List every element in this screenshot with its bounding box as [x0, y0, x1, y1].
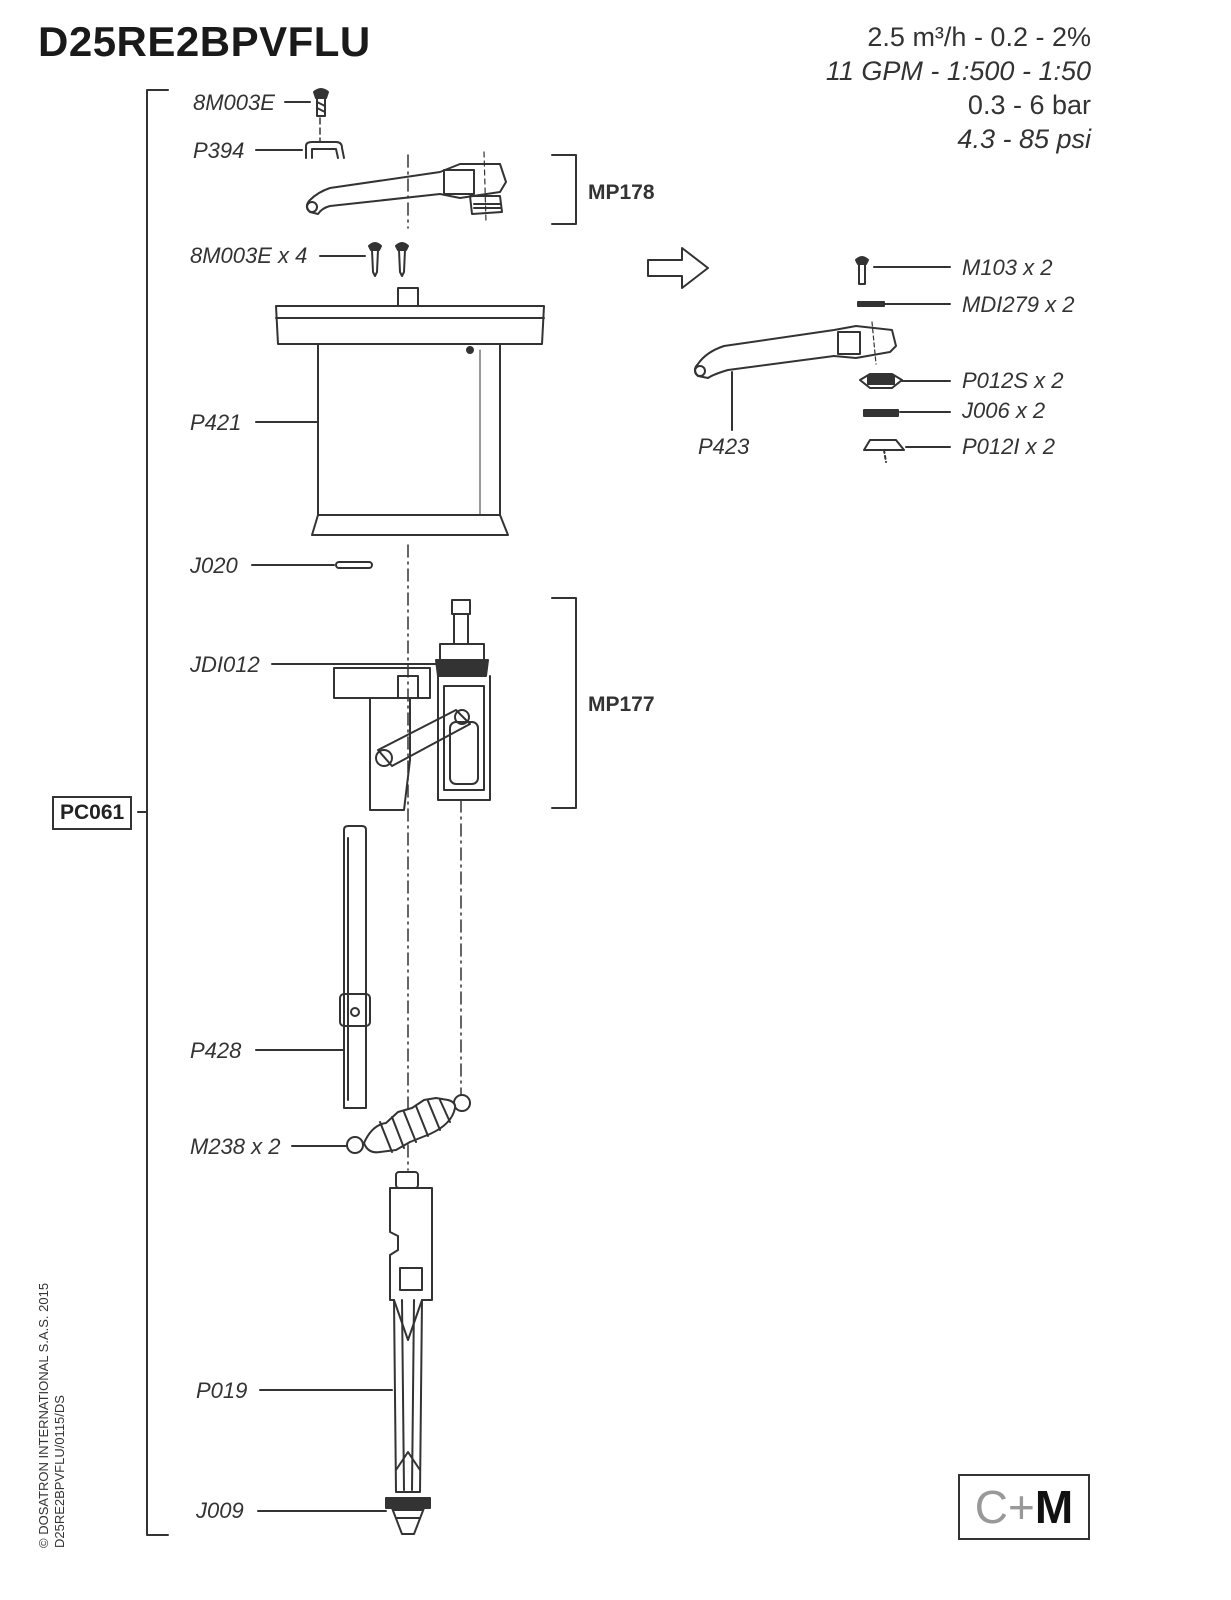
label-m103: M103 x 2: [962, 255, 1053, 280]
spec-flow-ratio: 2.5 m³/h - 0.2 - 2%: [867, 22, 1091, 52]
label-mp177: MP177: [588, 693, 655, 716]
lever-p423: [694, 321, 897, 379]
label-p019: P019: [196, 1378, 248, 1403]
cm-logo: C+M: [958, 1474, 1090, 1540]
label-p428: P428: [190, 1038, 242, 1063]
label-mdi279: MDI279 x 2: [962, 292, 1075, 317]
screws-8m003e-x4: [368, 242, 409, 277]
pc061-bracket: [146, 89, 169, 1536]
oring-j020: [335, 561, 373, 569]
label-m238: M238 x 2: [190, 1134, 281, 1159]
arrow-right-icon: [647, 247, 709, 289]
mp178-bracket: [551, 154, 577, 225]
page-title: D25RE2BPVFLU: [38, 18, 371, 65]
label-j009: J009: [196, 1498, 244, 1523]
housing-p421: [275, 287, 545, 536]
lever-assembly-mp178: [306, 151, 507, 223]
spring-m238: [346, 1094, 471, 1154]
label-j020: J020: [190, 553, 238, 578]
label-p012s: P012S x 2: [962, 368, 1064, 393]
valve-j009: [385, 1497, 431, 1535]
piston-assembly-mp177: [333, 599, 491, 811]
copyright-line-2: D25RE2BPVFLU/0115/DS: [52, 1395, 67, 1548]
spec-gpm-ratio: 11 GPM - 1:500 - 1:50: [825, 56, 1091, 86]
label-j006: J006 x 2: [962, 398, 1046, 423]
label-jdi012: JDI012: [190, 652, 260, 677]
label-p012i: P012I x 2: [962, 434, 1055, 459]
mp177-bracket: [551, 597, 577, 809]
label-pc061: PC061: [52, 796, 133, 830]
label-p421: P421: [190, 410, 242, 435]
spec-pressure-bar: 0.3 - 6 bar: [967, 90, 1091, 120]
label-p394: P394: [193, 138, 245, 163]
rod-p428: [339, 825, 371, 1109]
injector-p019: [389, 1171, 433, 1493]
copyright-line-1: © DOSATRON INTERNATIONAL S.A.S. 2015: [36, 1282, 51, 1548]
label-8m003e: 8M003E: [193, 90, 275, 115]
screw-8m003e: [313, 88, 329, 117]
label-p423: P423: [698, 434, 750, 459]
spec-pressure-psi: 4.3 - 85 psi: [957, 124, 1091, 154]
clip-p394: [305, 141, 345, 159]
copyright-note: © DOSATRON INTERNATIONAL S.A.S. 2015 D25…: [36, 1283, 68, 1548]
label-8m003e-x4: 8M003E x 4: [190, 243, 308, 268]
label-mp178: MP178: [588, 181, 655, 204]
